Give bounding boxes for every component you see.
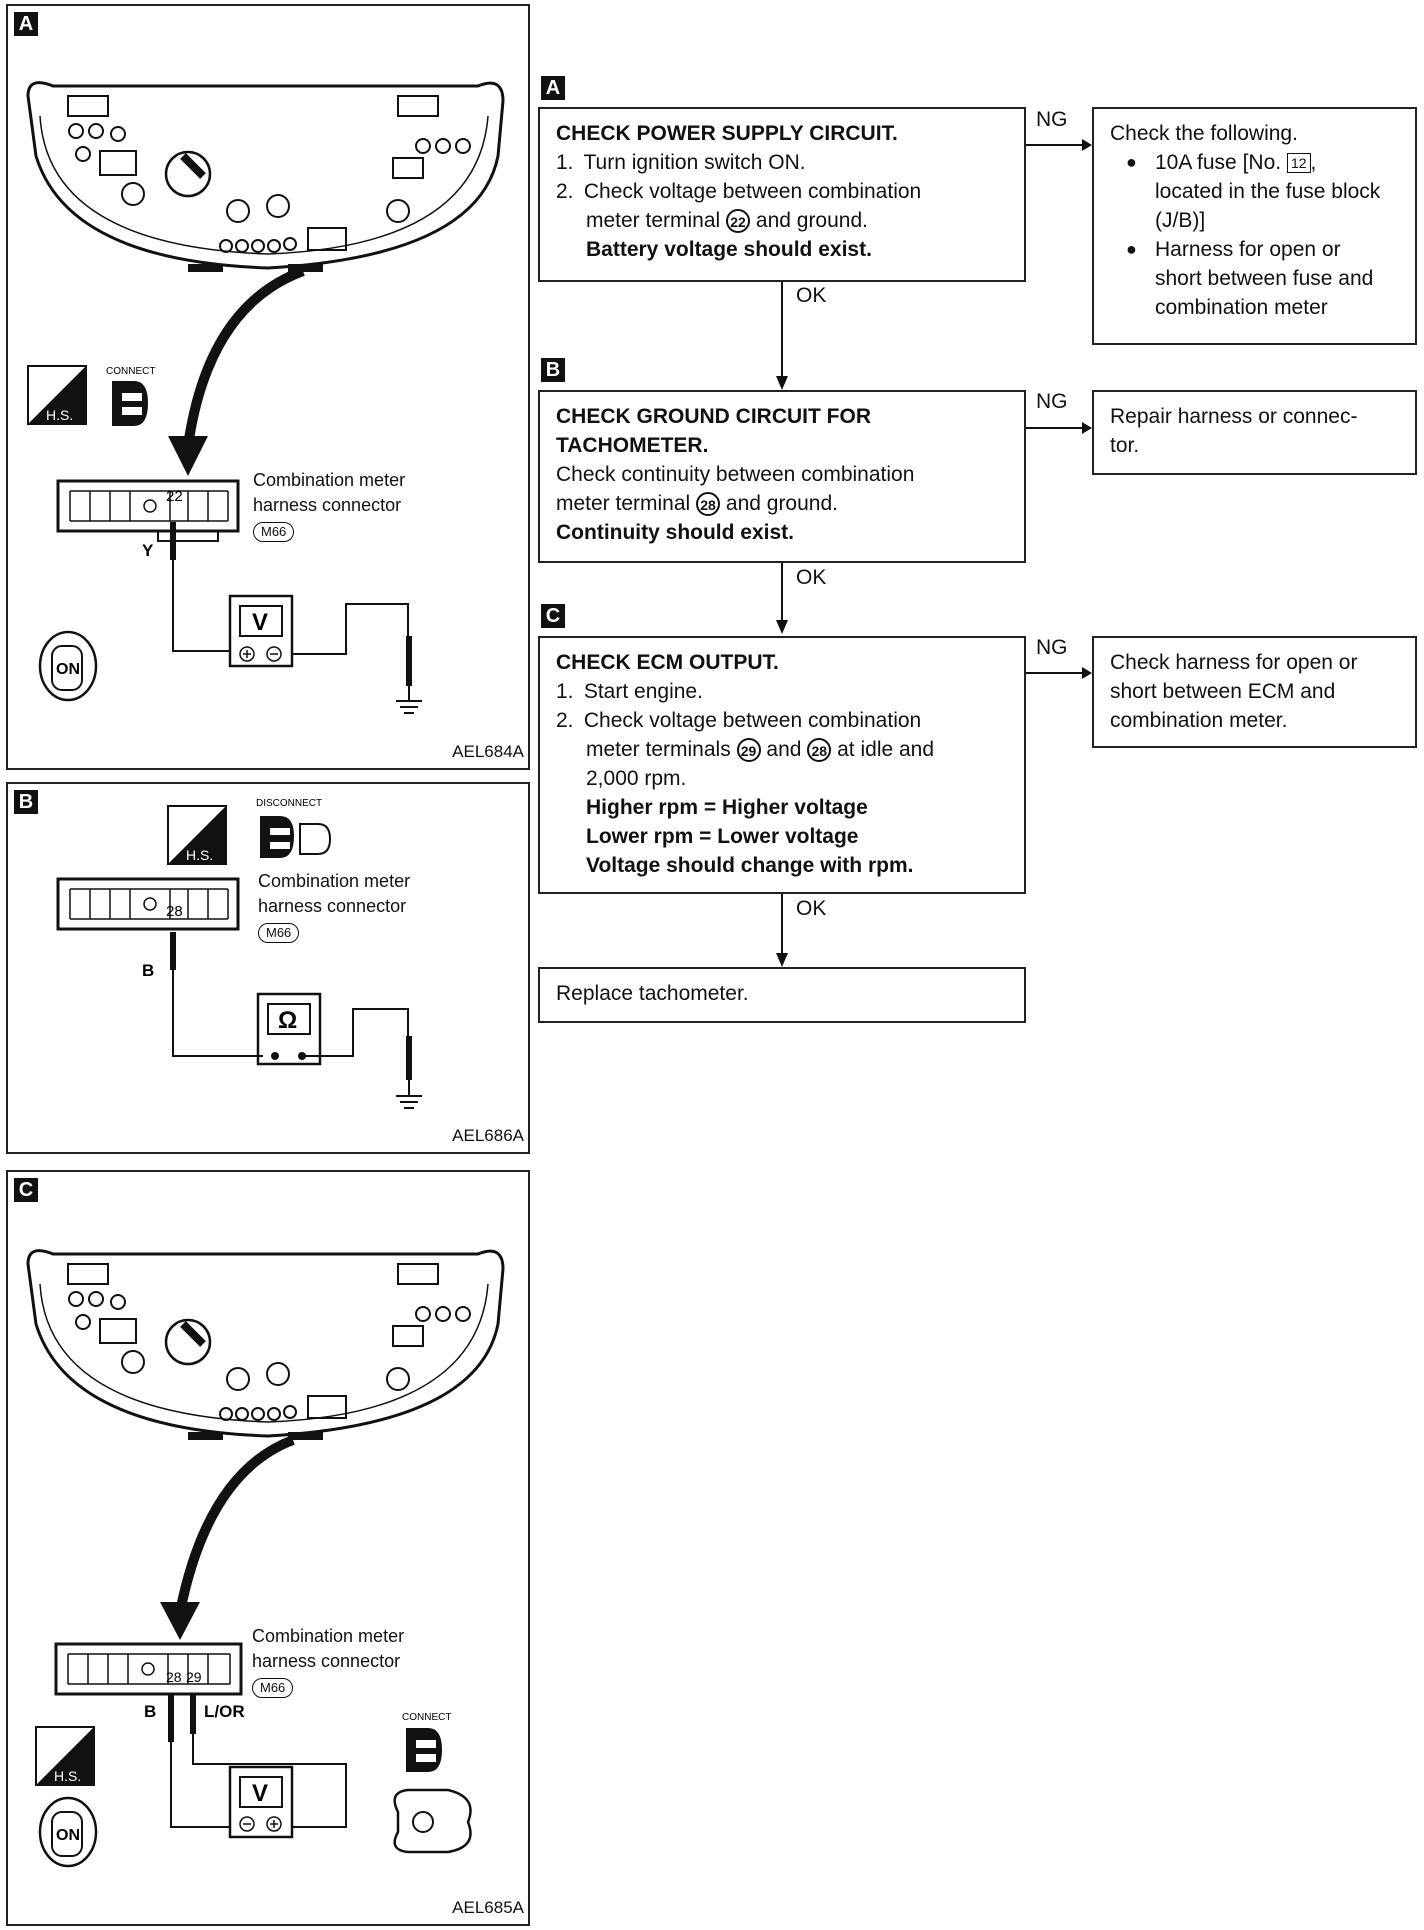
step-c-ng-label: NG	[1036, 636, 1068, 659]
panel-c-hs: H.S.	[54, 1768, 81, 1784]
panel-a-code: AEL684A	[452, 742, 524, 761]
panel-b-connector-label: Combination meter harness connector M66	[258, 869, 410, 944]
step-b-tag: B	[541, 358, 565, 382]
panel-b-tag: B	[14, 790, 38, 814]
step-a-item-1: 1. Turn ignition switch ON.	[556, 151, 806, 174]
step-b-line-1: Check continuity between combination	[556, 463, 915, 486]
step-c-result-2: Lower rpm = Lower voltage	[586, 825, 859, 848]
panel-c-wire-2: L/OR	[204, 1702, 245, 1721]
panel-a-hs: H.S.	[46, 407, 73, 423]
panel-c-code: AEL685A	[452, 1898, 524, 1917]
panel-b: B H.S. DISCONNECT 28 B Ω Combination met…	[6, 782, 530, 1154]
step-c-terminal-2: 28	[807, 738, 832, 763]
step-a-terminal: 22	[726, 209, 751, 234]
step-a-ng-label: NG	[1036, 108, 1068, 131]
step-a-tag: A	[541, 76, 565, 100]
step-c-terminal-1: 29	[736, 738, 761, 763]
panel-b-connector-id: M66	[258, 923, 300, 943]
step-c-box: CHECK ECM OUTPUT. 1. Start engine. 2. Ch…	[538, 636, 1026, 894]
step-c-result-1: Higher rpm = Higher voltage	[586, 796, 868, 819]
panel-c-terminal-1: 28	[166, 1669, 182, 1685]
panel-c-illustration: 28 29 B L/OR V H.S. ON CONNECT	[26, 1249, 505, 1868]
panel-a-wire: Y	[142, 541, 154, 560]
panel-c-mode: CONNECT	[402, 1712, 451, 1723]
step-a-ng-bullet-1: 10A fuse [No. 12,	[1110, 148, 1399, 177]
step-a-ng-box: Check the following. 10A fuse [No. 12, l…	[1092, 107, 1417, 345]
step-c-tag: C	[541, 604, 565, 628]
panel-c-terminal-2: 29	[186, 1669, 202, 1685]
panel-a-connector-label: Combination meter harness connector M66	[253, 468, 405, 543]
panel-a-terminal: 22	[166, 488, 183, 505]
step-b-result: Continuity should exist.	[556, 521, 795, 544]
step-a-ok-label: OK	[796, 284, 827, 307]
panel-c-connector-label: Combination meter harness connector M66	[252, 1624, 404, 1699]
step-c-item-1: 1. Start engine.	[556, 680, 703, 703]
panel-c-tag: C	[14, 1178, 38, 1202]
step-a-item-2-cont: meter terminal 22 and ground.	[586, 209, 868, 234]
panel-a: A 22	[6, 4, 530, 770]
step-a-box: CHECK POWER SUPPLY CIRCUIT. 1. Turn igni…	[538, 107, 1026, 282]
panel-a-meter: V	[252, 609, 268, 636]
panel-b-mode: DISCONNECT	[256, 798, 322, 809]
panel-a-connector-id: M66	[253, 522, 295, 542]
step-c-result-3: Voltage should change with rpm.	[586, 854, 914, 877]
step-b-terminal: 28	[696, 492, 721, 517]
panel-b-illustration: H.S. DISCONNECT 28 B Ω	[56, 798, 422, 1109]
panel-c-wire-1: B	[144, 1702, 156, 1721]
fuse-number: 12	[1286, 153, 1311, 174]
panel-a-mode: CONNECT	[106, 366, 155, 377]
step-a-ng-title: Check the following.	[1110, 122, 1298, 145]
step-b-ng-box: Repair harness or connec- tor.	[1092, 390, 1417, 475]
panel-a-illustration: 22 Y V H.S. CONNECT ON	[26, 81, 505, 714]
step-c-title: CHECK ECM OUTPUT.	[556, 651, 779, 674]
step-c-item-2: 2. Check voltage between combination	[556, 709, 922, 732]
panel-c-key: ON	[56, 1827, 80, 1844]
final-text: Replace tachometer.	[556, 982, 749, 1005]
panel-b-code: AEL686A	[452, 1126, 524, 1145]
panel-b-wire: B	[142, 961, 154, 980]
panel-b-terminal: 28	[166, 903, 183, 920]
panel-c-connector-id: M66	[252, 1678, 294, 1698]
step-a-result: Battery voltage should exist.	[586, 238, 872, 261]
step-a-title: CHECK POWER SUPPLY CIRCUIT.	[556, 122, 898, 145]
step-a-item-2: 2. Check voltage between combination	[556, 180, 922, 203]
panel-a-key: ON	[56, 661, 80, 678]
step-c-item-2-cont: meter terminals 29 and 28 at idle and	[586, 738, 935, 763]
panel-b-hs: H.S.	[186, 847, 213, 863]
step-b-line-2: meter terminal 28 and ground.	[556, 492, 838, 517]
step-c-ok-label: OK	[796, 897, 827, 920]
step-b-ng-label: NG	[1036, 390, 1068, 413]
panel-b-meter: Ω	[278, 1007, 297, 1034]
panel-c: C 28 29 B L	[6, 1170, 530, 1926]
panel-c-meter: V	[252, 1780, 268, 1807]
panel-a-tag: A	[14, 12, 38, 36]
step-a-ng-bullet-2: Harness for open or	[1110, 235, 1399, 264]
final-box: Replace tachometer.	[538, 967, 1026, 1023]
step-b-ok-label: OK	[796, 566, 827, 589]
step-c-ng-box: Check harness for open or short between …	[1092, 636, 1417, 748]
